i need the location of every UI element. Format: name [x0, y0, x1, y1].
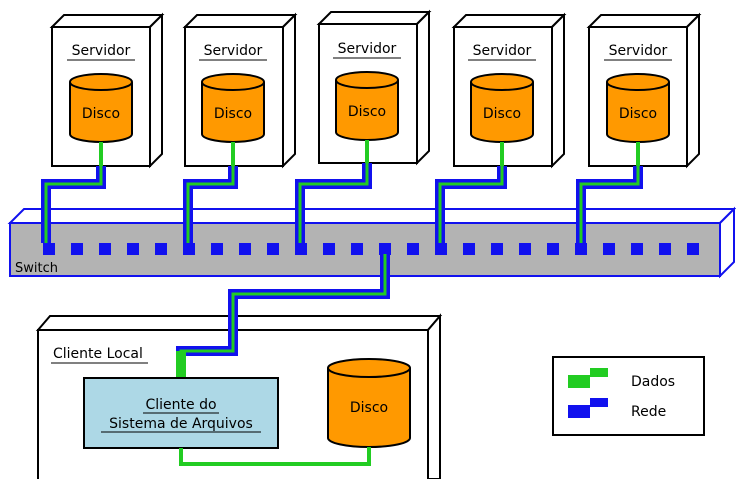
- disk-label: Disco: [483, 106, 521, 122]
- disk-label: Disco: [82, 106, 120, 122]
- switch-port: [99, 243, 111, 255]
- legend-rede-label: Rede: [631, 404, 666, 420]
- server-cabinet-side: [551, 12, 565, 169]
- server-cabinet-side: [282, 12, 296, 169]
- legend-dados-icon: [568, 368, 608, 388]
- network-link-server-2: [183, 166, 238, 243]
- switch-port: [463, 243, 475, 255]
- filesystem-client-line1: Cliente do: [145, 397, 216, 413]
- disk-top: [201, 73, 265, 91]
- server-disk: Disco: [69, 73, 133, 143]
- switch-port: [519, 243, 531, 255]
- switch-port: [435, 243, 447, 255]
- switch-port: [323, 243, 335, 255]
- server-cabinet-side: [686, 12, 700, 169]
- client-cabinet-side: [427, 313, 441, 479]
- disk-label: Disco: [619, 106, 657, 122]
- server-cabinet-top: [49, 14, 165, 28]
- legend-rede-icon: [568, 398, 608, 418]
- server-cabinet-top: [182, 14, 298, 28]
- switch-port: [239, 243, 251, 255]
- disk-body: [69, 82, 133, 143]
- server-disk: Disco: [470, 73, 534, 143]
- client-title: Cliente Local: [53, 346, 143, 362]
- disk-top: [470, 73, 534, 91]
- client-local-data-link: [179, 447, 371, 466]
- switch-port: [575, 243, 587, 255]
- server-5: Servidor Disco: [586, 12, 702, 169]
- disk-label: Disco: [214, 106, 252, 122]
- disk-body: [201, 82, 265, 143]
- switch-port: [379, 243, 391, 255]
- switch-port: [267, 243, 279, 255]
- disk-top: [335, 71, 399, 89]
- disk-body: [470, 82, 534, 143]
- disk-body: [327, 368, 411, 448]
- server-label: Servidor: [473, 43, 532, 59]
- server-4: Servidor Disco: [451, 12, 567, 169]
- server-label: Servidor: [338, 41, 397, 57]
- legend: Dados Rede: [552, 356, 705, 436]
- switch-port: [659, 243, 671, 255]
- server-cabinet-top: [586, 14, 702, 28]
- switch-top-face: [7, 208, 736, 224]
- switch-port: [71, 243, 83, 255]
- network-link-server-3: [295, 163, 372, 243]
- server-cabinet-top: [316, 11, 432, 25]
- server-label: Servidor: [609, 43, 668, 59]
- switch-port: [547, 243, 559, 255]
- switch-port: [127, 243, 139, 255]
- server-disk: Disco: [201, 73, 265, 143]
- server-2: Servidor Disco: [182, 12, 298, 169]
- disk-body: [335, 80, 399, 141]
- server-cabinet-side: [416, 9, 430, 166]
- switch-ports: [43, 243, 699, 255]
- disk-label: Disco: [348, 104, 386, 120]
- switch-port: [211, 243, 223, 255]
- switch-port: [155, 243, 167, 255]
- network-switch: Switch: [7, 206, 736, 279]
- filesystem-client-box: Cliente do Sistema de Arquivos: [83, 377, 279, 449]
- legend-dados-label: Dados: [631, 374, 675, 390]
- switch-port: [491, 243, 503, 255]
- client-cabinet-top: [35, 315, 443, 331]
- network-link-server-4: [435, 166, 507, 243]
- network-link-server-1: [41, 166, 106, 243]
- server-label: Servidor: [72, 43, 131, 59]
- server-3: Servidor Disco: [316, 9, 432, 166]
- server-label: Servidor: [204, 43, 263, 59]
- disk-top: [69, 73, 133, 91]
- switch-port: [407, 243, 419, 255]
- network-link-server-5: [576, 166, 643, 243]
- legend-box: [552, 356, 705, 436]
- switch-label: Switch: [15, 261, 58, 276]
- switch-port: [183, 243, 195, 255]
- server-disk: Disco: [335, 71, 399, 141]
- client-disk: Disco: [327, 358, 411, 448]
- switch-port: [631, 243, 643, 255]
- disk-body: [606, 82, 670, 143]
- server-1: Servidor Disco: [49, 12, 165, 169]
- switch-port: [295, 243, 307, 255]
- switch-port: [603, 243, 615, 255]
- server-cabinet-side: [149, 12, 163, 169]
- switch-port: [351, 243, 363, 255]
- client-network-link: [176, 254, 390, 378]
- server-disk: Disco: [606, 73, 670, 143]
- server-cabinet-top: [451, 14, 567, 28]
- server-data-links: [99, 140, 640, 166]
- disk-top: [327, 358, 411, 378]
- disk-top: [606, 73, 670, 91]
- filesystem-client-line2: Sistema de Arquivos: [109, 416, 253, 432]
- server-network-links: [41, 163, 643, 243]
- switch-port: [687, 243, 699, 255]
- switch-port: [43, 243, 55, 255]
- disk-label: Disco: [350, 400, 388, 416]
